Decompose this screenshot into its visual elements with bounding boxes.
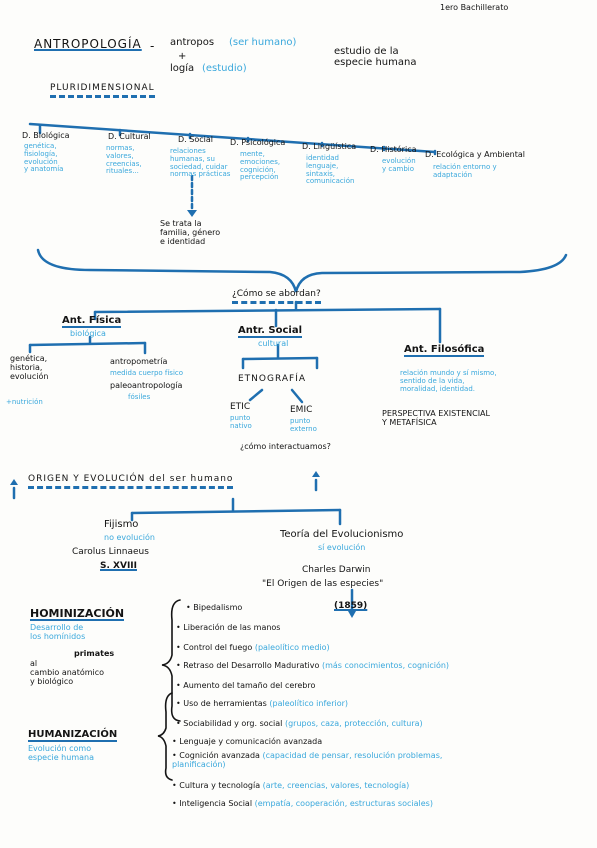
dim-psicologica: D. Psicológica <box>230 138 286 147</box>
humanizacion-title: HUMANIZACIÓN <box>28 729 118 742</box>
hominizacion-primates: primates <box>74 649 115 658</box>
page-title: ANTROPOLOGÍA <box>34 37 142 51</box>
fisica-b: antropometría <box>110 357 168 366</box>
evolucionismo-title: Teoría del Evolucionismo <box>280 529 404 540</box>
etym-plus: + <box>178 51 187 62</box>
filosofica-a: relación mundo y sí mismo, sentido de la… <box>400 369 497 393</box>
etic-sub: punto nativo <box>230 414 252 430</box>
dim-biologica-desc: genética, fisiología, evolución y anatom… <box>24 142 64 174</box>
como-question: ¿Cómo se abordan? <box>232 290 321 304</box>
homin-item-5: • Aumento del tamaño del cerebro <box>176 681 316 690</box>
human-item-2: • Cognición avanzada (capacidad de pensa… <box>172 751 443 769</box>
dim-cultural: D. Cultural <box>108 132 151 141</box>
homin-item-4: • Retraso del Desarrollo Madurativo (más… <box>176 661 450 670</box>
antr-social-title: Antr. Social <box>238 325 303 338</box>
etic: ETIC <box>230 402 251 412</box>
dim-ecologica-desc: relación entorno y adaptación <box>433 163 497 179</box>
fisica-c-extra: fósiles <box>128 393 151 401</box>
dim-linguistica: D. Lingüística <box>302 142 357 151</box>
dash-mark: - <box>150 39 155 53</box>
antr-social-sub: cultural <box>258 339 289 348</box>
fisica-b-extra: medida cuerpo físico <box>110 369 184 377</box>
dim-psicologica-desc: mente, emociones, cognición, percepción <box>240 150 281 182</box>
dim-historica: D. Histórica <box>370 145 417 154</box>
interact-question: ¿cómo interactuamos? <box>240 442 331 451</box>
homin-item-6: • Uso de herramientas (paleolítico infer… <box>176 699 349 708</box>
hominizacion-desc: Desarrollo de los homínidos <box>30 623 86 641</box>
ant-filosofica-title: Ant. Filosófica <box>404 344 485 357</box>
dim-ecologica: D. Ecológica y Ambiental <box>425 150 525 159</box>
homin-item-7: • Sociabilidad y org. social (grupos, ca… <box>176 719 423 728</box>
fijismo-title: Fijismo <box>104 519 139 530</box>
humanizacion-desc: Evolución como especie humana <box>28 744 94 762</box>
dim-linguistica-desc: identidad lenguaje, sintaxis, comunicaci… <box>306 154 355 186</box>
origen-header: ORIGEN Y EVOLUCIÓN del ser humano <box>28 475 234 489</box>
homin-item-3: • Control del fuego (paleolítico medio) <box>176 643 330 652</box>
hominizacion-desc3: al cambio anatómico y biológico <box>30 659 105 686</box>
human-item-1: • Lenguaje y comunicación avanzada <box>172 737 323 746</box>
definition: estudio de la especie humana <box>334 46 417 69</box>
hominizacion-title: HOMINIZACIÓN <box>30 607 125 621</box>
etym-a-gloss: (ser humano) <box>229 37 297 48</box>
fisica-a-extra: +nutrición <box>6 398 43 406</box>
fijismo-sub: no evolución <box>104 533 155 542</box>
homin-item-1: • Bipedalismo <box>186 603 243 612</box>
darwin-year: (1859) <box>334 601 368 611</box>
homin-item-2: • Liberación de las manos <box>176 623 281 632</box>
pluridimensional-label: PLURIDIMENSIONAL <box>50 84 155 98</box>
etym-b: logía <box>170 63 195 74</box>
etym-a: antropos <box>170 37 215 48</box>
emic-sub: punto externo <box>290 417 317 433</box>
linnaeus: Carolus Linnaeus <box>72 547 149 557</box>
darwin: Charles Darwin <box>302 565 371 575</box>
dim-social-desc: relaciones humanas, su sociedad, cuidar … <box>170 147 231 179</box>
ant-fisica-title: Ant. Física <box>62 315 122 328</box>
etym-b-gloss: (estudio) <box>202 63 247 74</box>
course-label: 1ero Bachillerato <box>440 3 509 12</box>
social-note: Se trata la familia, género e identidad <box>160 219 221 246</box>
emic: EMIC <box>290 405 313 415</box>
dim-cultural-desc: normas, valores, creencias, rituales... <box>106 144 142 176</box>
darwin-book: "El Origen de las especies" <box>262 579 384 589</box>
linnaeus-century: S. XVIII <box>100 561 137 571</box>
human-item-4: • Inteligencia Social (empatía, cooperac… <box>172 799 433 808</box>
dim-biologica: D. Biológica <box>22 131 70 140</box>
fisica-c: paleoantropología <box>110 381 183 390</box>
dim-historica-desc: evolución y cambio <box>382 157 416 173</box>
fisica-a: genética, historia, evolución <box>10 354 49 381</box>
evolucionismo-sub: sí evolución <box>318 543 366 552</box>
etnografia: ETNOGRAFÍA <box>238 374 307 384</box>
human-item-3: • Cultura y tecnología (arte, creencias,… <box>172 781 410 790</box>
ant-fisica-sub: biológica <box>70 329 106 338</box>
dim-social: D. Social <box>178 135 213 144</box>
filosofica-b: PERSPECTIVA EXISTENCIAL Y METAFÍSICA <box>382 409 490 427</box>
